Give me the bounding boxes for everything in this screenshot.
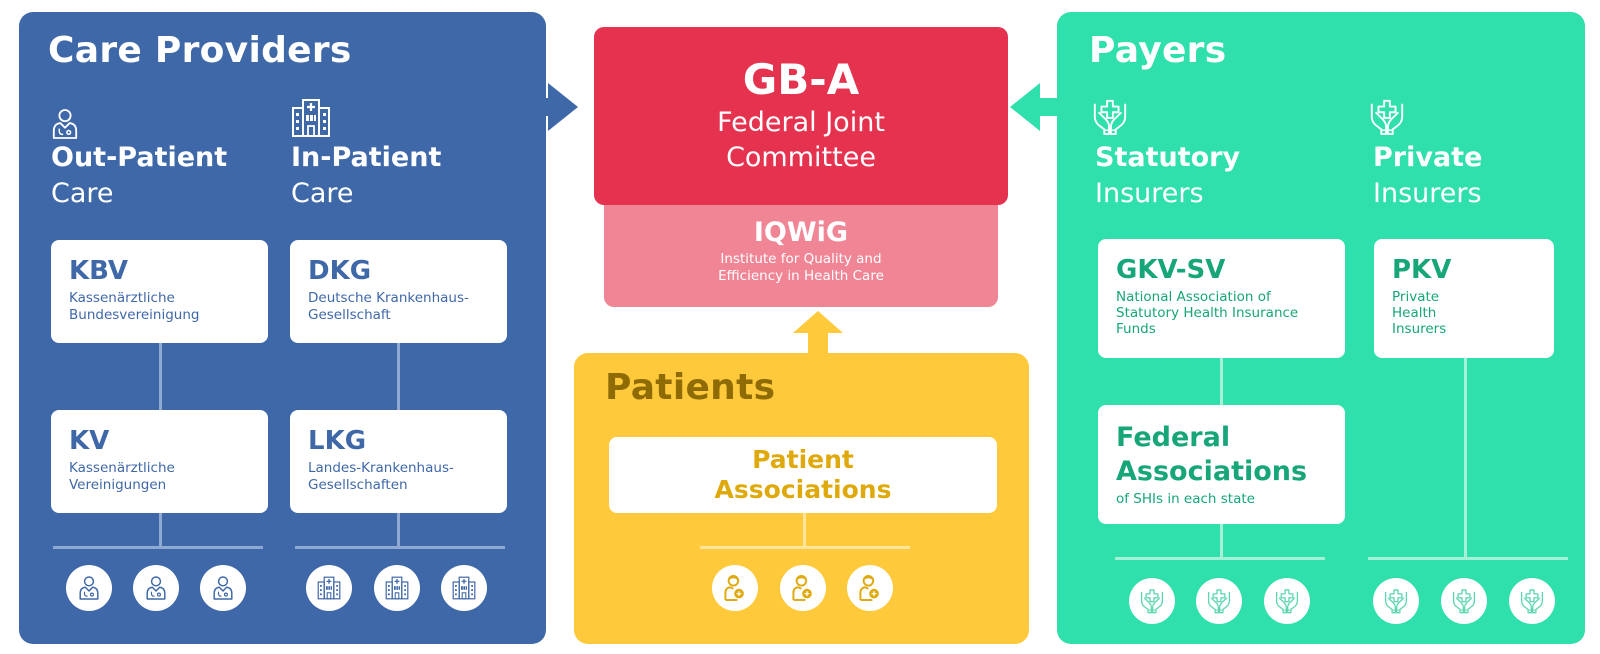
private-heading: Private Insurers [1373, 140, 1482, 212]
dkg-abbr: DKG [308, 256, 372, 286]
pkv-desc: Private Health Insurers [1392, 289, 1447, 337]
insurance-hands-icon [1091, 98, 1129, 136]
connector-line [159, 513, 162, 547]
federal-associations-card[interactable]: Federal Associations of SHIs in each sta… [1098, 405, 1345, 524]
payers-title: Payers [1089, 30, 1227, 71]
federal-associations-title: Federal Associations [1116, 422, 1308, 487]
gkv-sv-desc: National Association of Statutory Health… [1116, 289, 1299, 337]
doctor-icon [145, 575, 167, 601]
iqwig-desc: Institute for Quality and Efficiency in … [718, 251, 884, 284]
private-member-3[interactable] [1509, 578, 1555, 624]
insurance-hands-icon [1383, 588, 1409, 614]
pkv-card[interactable]: PKV Private Health Insurers [1374, 239, 1554, 358]
doctor-icon [51, 108, 79, 140]
iqwig-abbr: IQWiG [753, 217, 849, 248]
private-member-2[interactable] [1441, 578, 1487, 624]
hospital-icon [291, 98, 331, 138]
patient-icon [723, 574, 747, 602]
connector-line [159, 343, 162, 411]
pkv-abbr: PKV [1392, 255, 1452, 285]
arrow-right-icon [490, 83, 578, 131]
insurance-hands-icon [1451, 588, 1477, 614]
outpatient-heading-light: Care [51, 178, 114, 209]
lkg-card[interactable]: LKG Landes-Krankenhaus- Gesellschaften [290, 410, 507, 513]
connector-bar [53, 546, 263, 549]
payers-panel: Payers Statutory Insurers GKV-SV Nationa… [1057, 12, 1585, 644]
private-member-1[interactable] [1373, 578, 1419, 624]
outpatient-heading-bold: Out-Patient [51, 142, 228, 173]
connector-line [1220, 358, 1223, 406]
iqwig-box[interactable]: IQWiG Institute for Quality and Efficien… [604, 195, 998, 307]
doctor-member-1[interactable] [66, 565, 112, 611]
hospital-icon [317, 576, 341, 600]
connector-bar [1115, 557, 1325, 560]
patients-title: Patients [605, 367, 776, 408]
kbv-card[interactable]: KBV Kassenärztliche Bundesvereinigung [51, 240, 268, 343]
doctor-icon [78, 575, 100, 601]
doctor-icon [212, 575, 234, 601]
patient-associations-label: Patient Associations [714, 445, 892, 504]
inpatient-heading-bold: In-Patient [291, 142, 442, 173]
federal-associations-desc: of SHIs in each state [1116, 491, 1255, 507]
connector-bar [1368, 557, 1568, 560]
lkg-abbr: LKG [308, 426, 367, 456]
arrow-up-icon [793, 311, 843, 356]
statutory-heading-light: Insurers [1095, 178, 1204, 209]
insurance-hands-icon [1368, 98, 1406, 136]
connector-line [397, 513, 400, 547]
gkv-sv-abbr: GKV-SV [1116, 255, 1226, 285]
kv-desc: Kassenärztliche Vereinigungen [69, 460, 175, 493]
private-heading-light: Insurers [1373, 178, 1482, 209]
gba-abbr: GB-A [742, 55, 860, 104]
patient-associations-card[interactable]: Patient Associations [609, 437, 997, 513]
patient-icon [791, 574, 815, 602]
private-heading-bold: Private [1373, 142, 1483, 173]
connector-bar [295, 546, 505, 549]
dkg-card[interactable]: DKG Deutsche Krankenhaus- Gesellschaft [290, 240, 507, 343]
gkv-sv-card[interactable]: GKV-SV National Association of Statutory… [1098, 239, 1345, 358]
connector-line [1464, 358, 1467, 558]
patient-member-2[interactable] [780, 565, 826, 611]
hospital-icon [385, 576, 409, 600]
patients-panel: Patients Patient Associations [574, 353, 1029, 644]
statutory-member-3[interactable] [1264, 578, 1310, 624]
insurance-hands-icon [1206, 588, 1232, 614]
inpatient-heading: In-Patient Care [291, 140, 441, 212]
doctor-member-2[interactable] [133, 565, 179, 611]
connector-line [397, 343, 400, 411]
kv-abbr: KV [69, 426, 110, 456]
hospital-member-3[interactable] [441, 565, 487, 611]
connector-line [1220, 524, 1223, 558]
insurance-hands-icon [1519, 588, 1545, 614]
hospital-member-1[interactable] [306, 565, 352, 611]
connector-line [803, 513, 806, 547]
doctor-member-3[interactable] [200, 565, 246, 611]
care-providers-title: Care Providers [48, 30, 352, 71]
patient-icon [858, 574, 882, 602]
arrow-left-icon [1010, 83, 1070, 131]
hospital-member-2[interactable] [374, 565, 420, 611]
hospital-icon [452, 576, 476, 600]
gba-name: Federal Joint Committee [717, 107, 885, 173]
care-providers-panel: Care Providers Out-Patient Care KBV Kass… [19, 12, 546, 644]
kbv-desc: Kassenärztliche Bundesvereinigung [69, 290, 200, 323]
patient-member-3[interactable] [847, 565, 893, 611]
inpatient-heading-light: Care [291, 178, 354, 209]
statutory-heading: Statutory Insurers [1095, 140, 1240, 212]
connector-bar [700, 546, 910, 549]
kv-card[interactable]: KV Kassenärztliche Vereinigungen [51, 410, 268, 513]
statutory-member-2[interactable] [1196, 578, 1242, 624]
patient-member-1[interactable] [712, 565, 758, 611]
lkg-desc: Landes-Krankenhaus- Gesellschaften [308, 460, 454, 493]
statutory-heading-bold: Statutory [1095, 142, 1241, 173]
statutory-member-1[interactable] [1129, 578, 1175, 624]
insurance-hands-icon [1274, 588, 1300, 614]
kbv-abbr: KBV [69, 256, 129, 286]
outpatient-heading: Out-Patient Care [51, 140, 227, 212]
gba-box[interactable]: GB-A Federal Joint Committee [594, 27, 1008, 205]
dkg-desc: Deutsche Krankenhaus- Gesellschaft [308, 290, 469, 323]
insurance-hands-icon [1139, 588, 1165, 614]
